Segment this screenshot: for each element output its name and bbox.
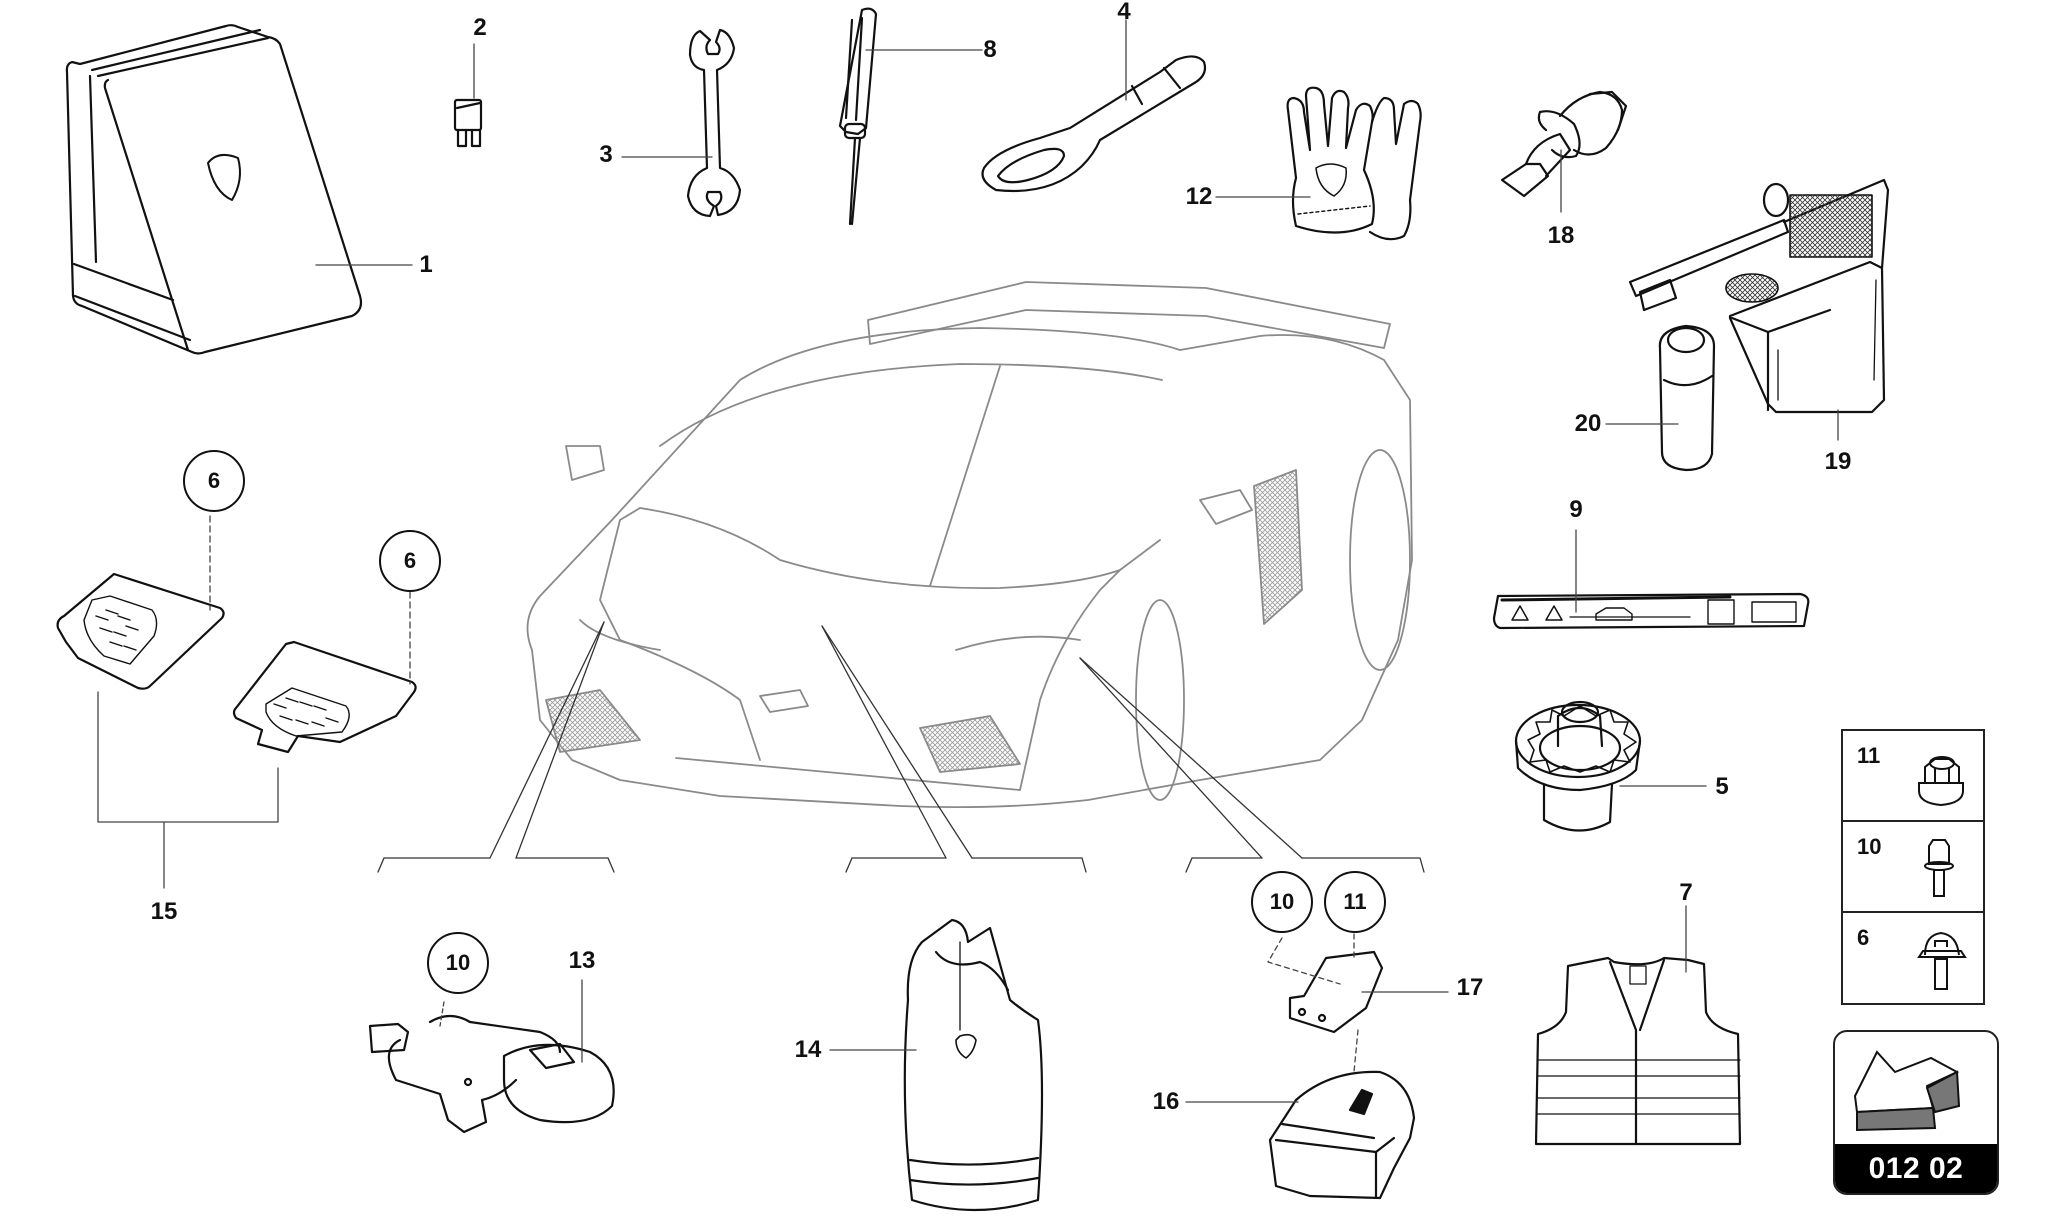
control-unit-icon	[1268, 1070, 1416, 1200]
part-label-16: 16	[1152, 1088, 1180, 1115]
screwdriver-icon	[838, 7, 878, 226]
fastener-legend: 11 10 6	[1841, 729, 1985, 1005]
part-label-14: 14	[794, 1036, 822, 1063]
part-label-5: 5	[1715, 773, 1729, 800]
tool-case-icon	[65, 24, 363, 355]
warning-triangle-icon	[1492, 592, 1810, 630]
bracket-icon	[1288, 950, 1384, 1034]
car-outline-icon	[526, 281, 1413, 809]
callout-10-bracket: 10	[1251, 871, 1313, 933]
part-label-17: 17	[1456, 974, 1484, 1001]
part-label-13: 13	[568, 947, 596, 974]
mesh-cover-plate-icon	[56, 572, 225, 690]
wrench-icon	[686, 28, 742, 218]
callout-6-left: 6	[183, 450, 245, 512]
compressor-icon	[1628, 178, 1890, 414]
horn-assembly-icon	[368, 1014, 615, 1134]
fastener-row-6: 6	[1843, 913, 1983, 1004]
callout-11-bracket: 11	[1324, 871, 1386, 933]
wheel-lock-adapter-icon	[1514, 700, 1642, 832]
fastener-label: 6	[1857, 925, 1870, 950]
callout-10-horn: 10	[427, 932, 489, 994]
callout-6-right: 6	[379, 530, 441, 592]
section-code: 012 02	[1835, 1144, 1997, 1193]
clip-screw-icon	[1917, 931, 1967, 990]
part-label-15: 15	[150, 898, 178, 925]
part-label-20: 20	[1574, 410, 1602, 437]
fastener-label: 10	[1857, 834, 1882, 859]
section-badge: 012 02	[1833, 1030, 1999, 1195]
sealant-bottle-icon	[1658, 324, 1716, 472]
part-label-12: 12	[1185, 183, 1213, 210]
fuse-icon	[453, 98, 483, 148]
part-label-1: 1	[419, 251, 433, 278]
safety-vest-icon	[1534, 956, 1742, 1146]
gloves-icon	[1286, 86, 1422, 241]
direction-arrow-icon	[1853, 1050, 1961, 1132]
storage-bag-icon	[903, 918, 1044, 1212]
part-label-19: 19	[1824, 448, 1852, 475]
hex-bolt-icon	[1924, 839, 1954, 897]
part-label-7: 7	[1679, 879, 1693, 906]
valve-adapter-icon	[1500, 90, 1628, 198]
mesh-cover-plate-icon	[232, 640, 417, 754]
part-label-2: 2	[473, 14, 487, 41]
towing-eye-icon	[981, 55, 1207, 193]
part-label-18: 18	[1547, 222, 1575, 249]
fastener-label: 11	[1857, 743, 1881, 768]
part-label-8: 8	[983, 36, 997, 63]
part-label-4: 4	[1117, 0, 1131, 25]
fastener-row-10: 10	[1843, 822, 1983, 913]
fastener-row-11: 11	[1843, 731, 1983, 822]
part-label-9: 9	[1569, 496, 1583, 523]
part-label-3: 3	[599, 141, 613, 168]
flange-nut-icon	[1918, 756, 1964, 807]
